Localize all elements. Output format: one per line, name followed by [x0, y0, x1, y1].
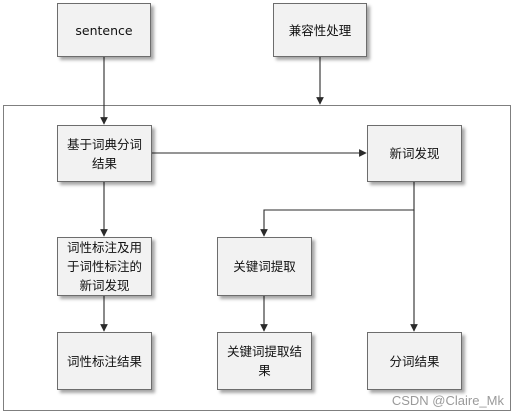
watermark: CSDN @Claire_Mk	[391, 393, 504, 408]
node-sentence: sentence	[57, 3, 151, 57]
node-pos-tag-label: 词性标注及用于词性标注的新词发现	[66, 240, 142, 293]
node-seg-result: 分词结果	[367, 332, 462, 390]
node-keyword: 关键词提取	[217, 237, 312, 296]
node-keyword-result-label: 关键词提取结果	[226, 344, 302, 378]
node-compat-label: 兼容性处理	[288, 22, 352, 38]
node-keyword-result: 关键词提取结果	[217, 332, 312, 390]
node-dict-seg: 基于词典分词结果	[57, 125, 152, 182]
node-sentence-label: sentence	[75, 22, 133, 38]
node-seg-result-label: 分词结果	[389, 353, 440, 369]
node-pos-tag: 词性标注及用于词性标注的新词发现	[57, 237, 152, 296]
node-compat: 兼容性处理	[273, 3, 367, 57]
node-pos-result: 词性标注结果	[57, 332, 152, 390]
node-keyword-label: 关键词提取	[233, 259, 296, 274]
node-new-word: 新词发现	[367, 125, 462, 182]
node-new-word-label: 新词发现	[389, 146, 440, 161]
node-pos-result-label: 词性标注结果	[66, 353, 142, 369]
node-dict-seg-label: 基于词典分词结果	[66, 136, 142, 171]
